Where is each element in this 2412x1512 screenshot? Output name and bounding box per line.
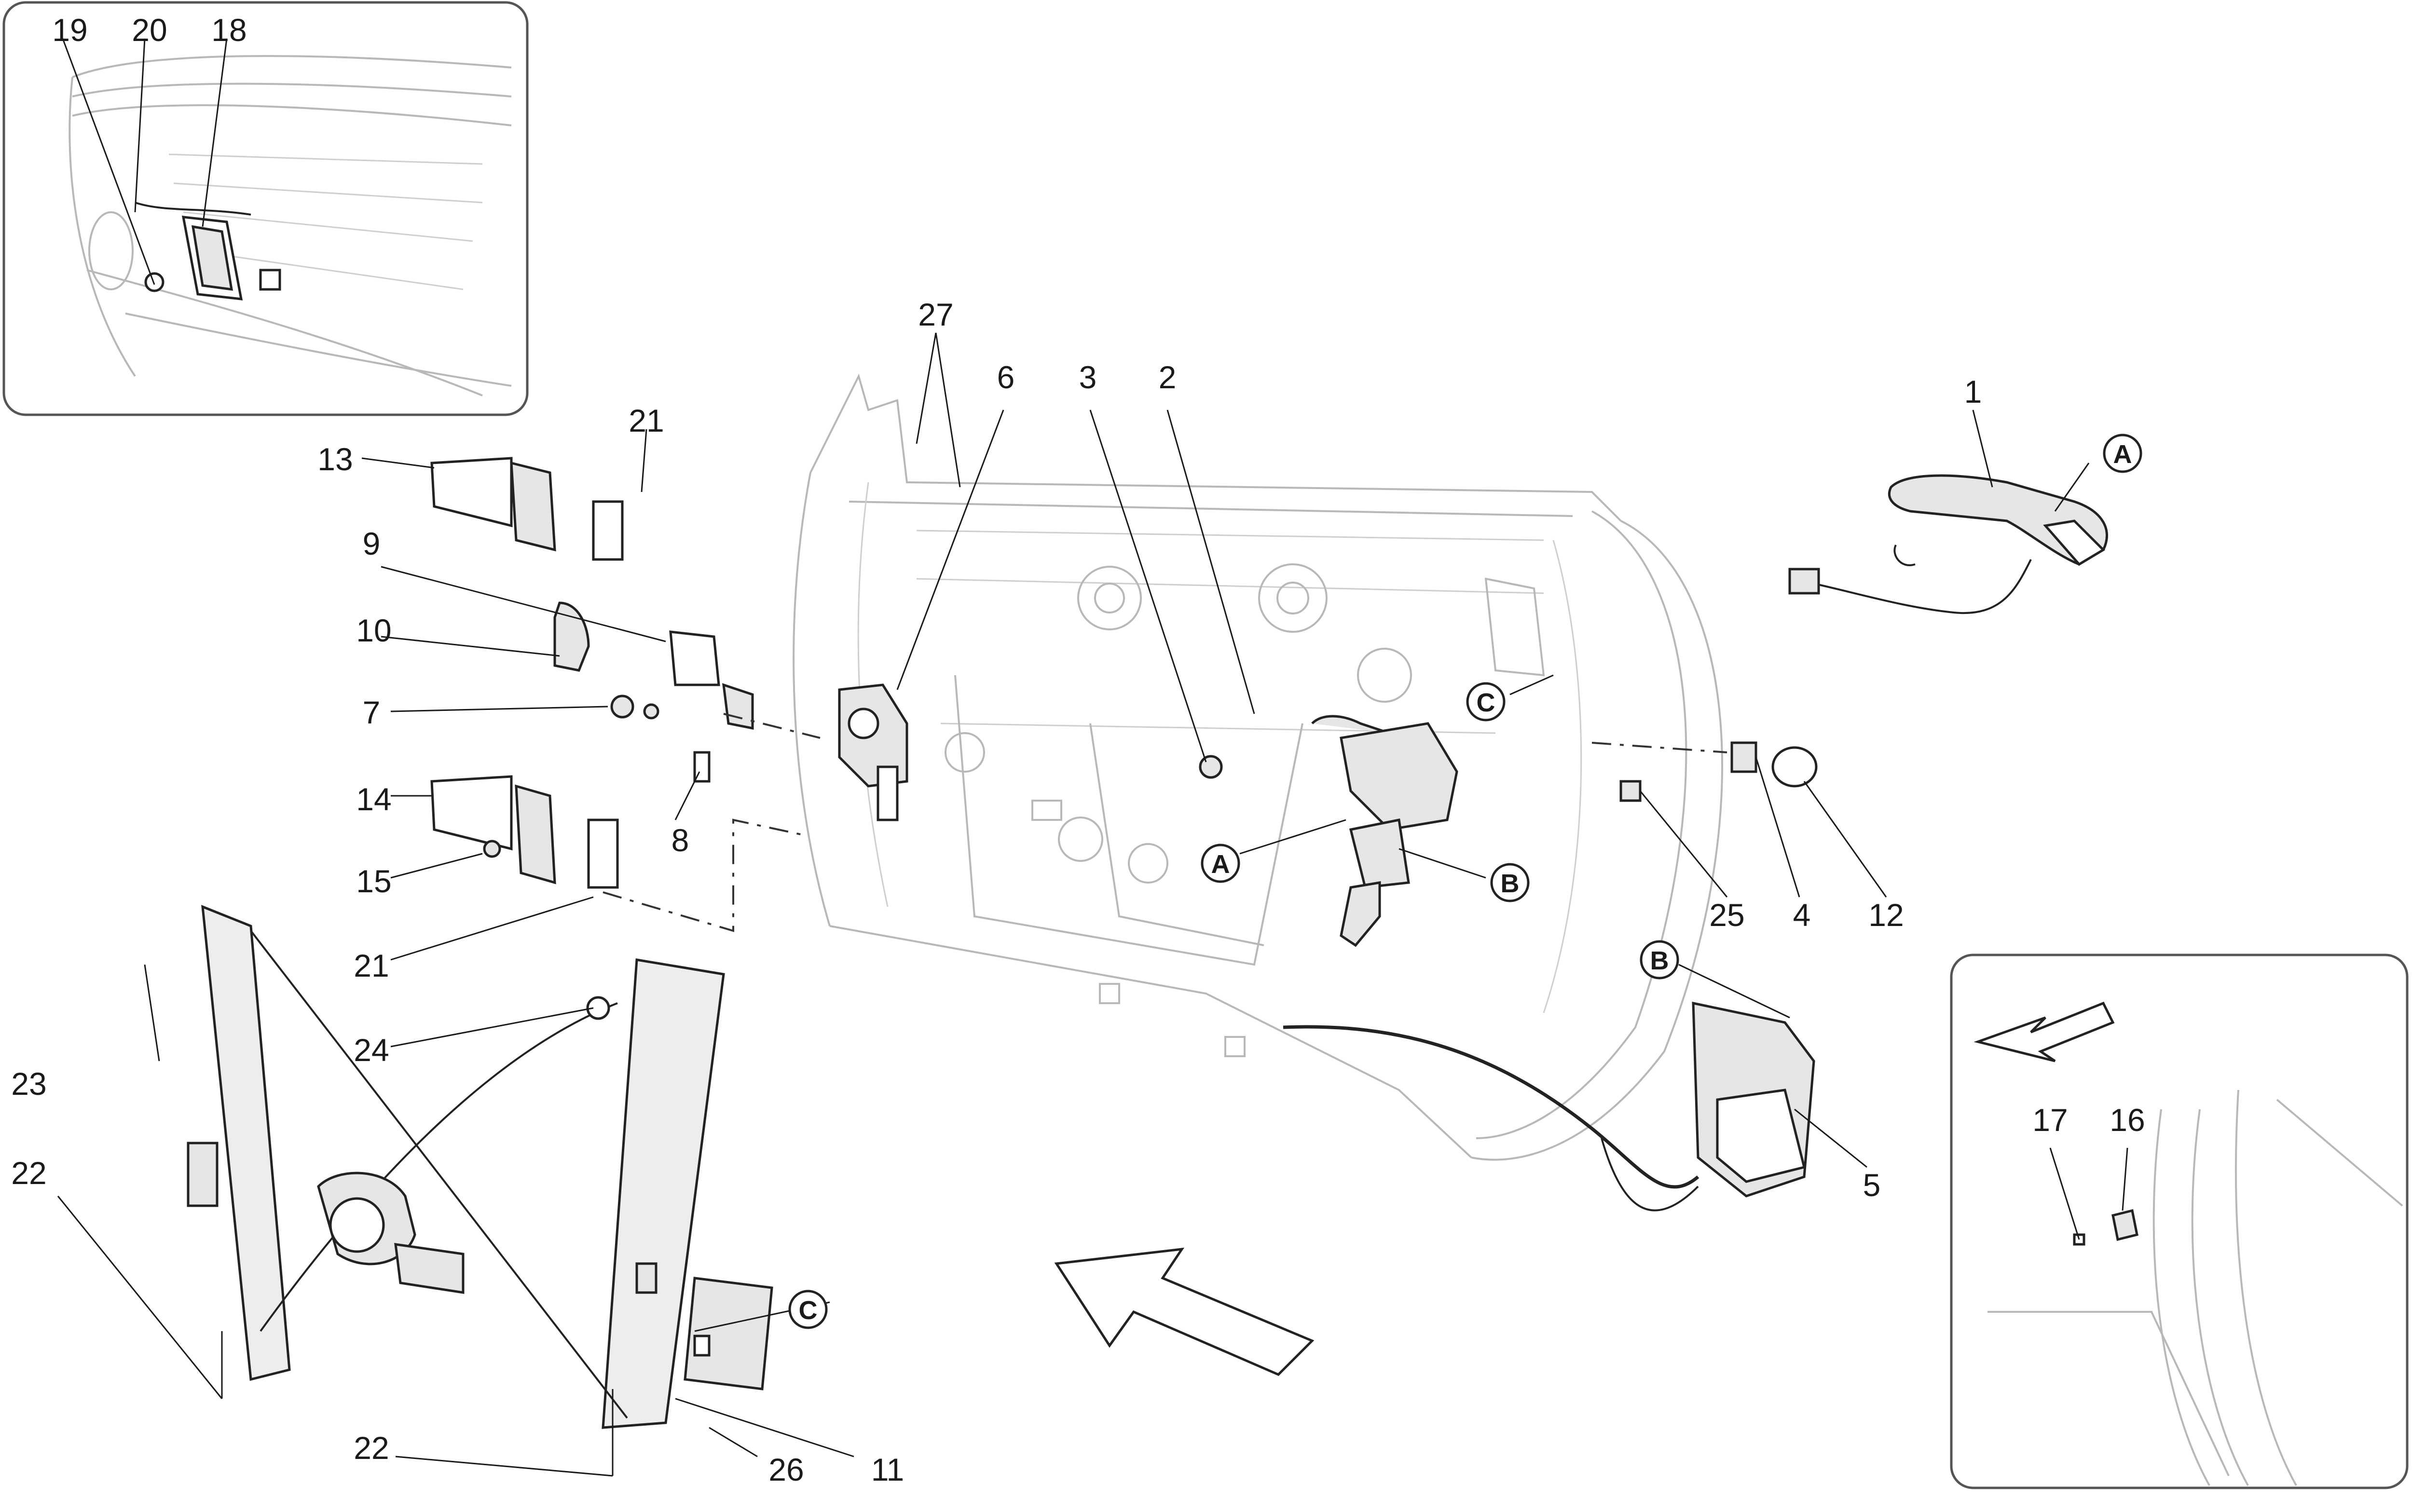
callout-14: 14 — [356, 781, 391, 817]
inset-door-panel — [2, 1, 529, 416]
callout-24: 24 — [354, 1032, 389, 1068]
reference-marker-label: C — [1477, 688, 1495, 717]
reference-marker-b: B — [1640, 940, 1679, 980]
exterior-handle — [1788, 474, 2108, 614]
callout-6: 6 — [997, 359, 1015, 395]
callout-15: 15 — [356, 863, 391, 899]
callout-27: 27 — [918, 297, 953, 332]
callout-3: 3 — [1079, 359, 1097, 395]
callout-11: 11 — [871, 1452, 904, 1487]
callout-17: 17 — [2032, 1102, 2068, 1138]
callout-9: 9 — [363, 526, 381, 561]
callout-2: 2 — [1159, 359, 1177, 395]
callout-18: 18 — [211, 12, 247, 48]
reference-marker-b: B — [1490, 863, 1530, 902]
callout-4: 4 — [1793, 897, 1811, 933]
inset-door-sill — [1950, 954, 2409, 1489]
reference-marker-label: A — [2113, 440, 2132, 469]
reference-marker-label: A — [1211, 850, 1230, 879]
callout-22: 22 — [11, 1155, 46, 1191]
striker-hardware — [1591, 741, 1818, 802]
callout-20: 20 — [132, 12, 167, 48]
callout-25: 25 — [1709, 897, 1744, 933]
door-lock-assembly — [1283, 1001, 1815, 1212]
reference-marker-a: A — [2103, 434, 2142, 473]
hinge-and-check-parts — [430, 457, 821, 932]
large-outline-arrow-icon — [1054, 1247, 1315, 1376]
reference-marker-label: C — [799, 1296, 818, 1325]
reference-marker-label: B — [1650, 946, 1669, 975]
door-lock-control — [838, 683, 1458, 947]
callout-21: 21 — [354, 948, 389, 983]
callout-23: 23 — [11, 1066, 46, 1102]
callout-8: 8 — [672, 822, 689, 858]
window-regulator — [187, 905, 773, 1476]
reference-marker-label: B — [1501, 869, 1520, 898]
callout-12: 12 — [1868, 897, 1904, 933]
reference-marker-c: C — [1466, 682, 1506, 722]
callout-7: 7 — [363, 695, 381, 730]
leader-lines — [57, 38, 2128, 1477]
callout-22: 22 — [354, 1430, 389, 1466]
reference-marker-c: C — [788, 1290, 828, 1329]
small-outline-arrow-icon — [1973, 1001, 2115, 1062]
callout-10: 10 — [356, 613, 391, 648]
door-shell — [793, 373, 1723, 1161]
callout-26: 26 — [768, 1452, 804, 1487]
callout-19: 19 — [52, 12, 87, 48]
reference-markers: A A B B C C — [788, 434, 2142, 1329]
part-callouts: 19 20 18 27 6 3 2 1 13 21 9 10 7 8 14 15… — [11, 12, 2145, 1487]
reference-marker-a: A — [1201, 844, 1240, 883]
callout-5: 5 — [1863, 1167, 1881, 1203]
callout-21: 21 — [629, 403, 664, 438]
callout-1: 1 — [1964, 374, 1982, 409]
callout-13: 13 — [317, 441, 353, 477]
callout-16: 16 — [2110, 1102, 2145, 1138]
